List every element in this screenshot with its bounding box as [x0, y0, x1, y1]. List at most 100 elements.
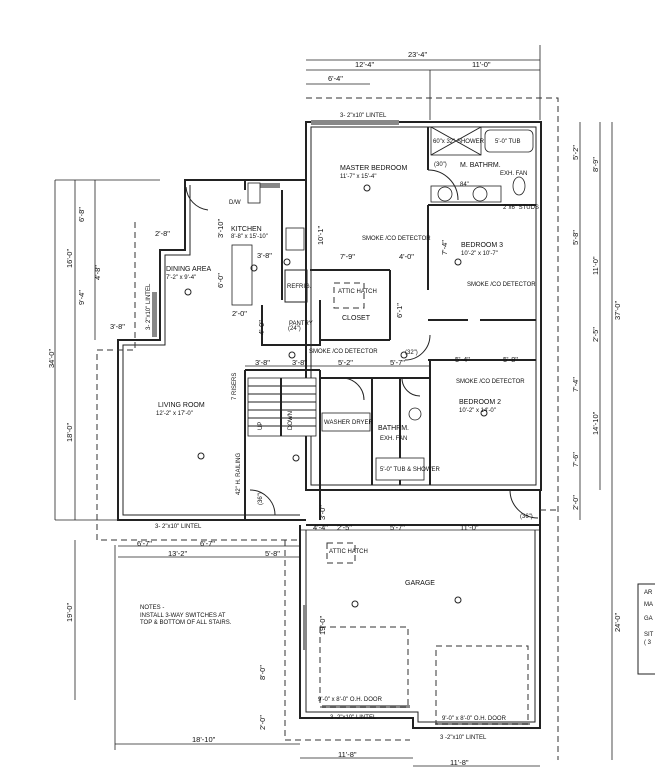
dim-label: 3'-8" — [255, 358, 270, 367]
notes-line: TOP & BOTTOM OF ALL STAIRS. — [140, 620, 232, 626]
dim-label: 11'-8" — [450, 758, 469, 767]
dim-label: 18'-10" — [192, 735, 216, 744]
lintel-labels: 3- 2"x10" LINTEL 3- 2"x10" LINTEL 3- 2"x… — [146, 113, 533, 741]
stairs — [247, 377, 317, 437]
lintel-label: 3- 2"x10" LINTEL — [146, 283, 152, 330]
bedroom-2-label: BEDROOM 2 — [459, 399, 501, 406]
dim-label: 2'-5" — [337, 523, 352, 532]
studs-label: 2"x6" STUDS — [503, 205, 539, 211]
bedroom-3-size: 10'-2" x 10'-7" — [461, 251, 498, 257]
exhaust-fan-label: EXH. FAN — [500, 171, 527, 177]
legend-text: ( 3 — [644, 640, 652, 646]
dim-label: 6'-4" — [328, 74, 343, 83]
bedroom-2-size: 10'-2" x 14'-0" — [459, 408, 496, 414]
dim-label: 4'-8" — [93, 265, 102, 280]
dim-label: 5'-8" — [503, 355, 518, 364]
dim-label: 4'-0" — [399, 252, 414, 261]
notes-line: INSTALL 3-WAY SWITCHES AT — [140, 613, 226, 619]
dim-label: 18'-0" — [65, 423, 74, 442]
dim-label: 16'-0" — [65, 249, 74, 268]
dim-label: 24'-0" — [613, 613, 622, 632]
kitchen-size: 8'-8" x 15'-10" — [231, 234, 268, 240]
door-size-label: (36") — [258, 492, 264, 505]
risers-label: 7 RISERS — [232, 373, 238, 400]
dim-label: 11'-0" — [472, 60, 491, 69]
dryer-label: DRYER — [352, 420, 374, 426]
dishwasher-label: D/W — [229, 200, 241, 206]
light-fixture-icons — [184, 184, 488, 608]
dim-label: 19'-0" — [318, 616, 327, 635]
dim-label: 5'-7" — [390, 358, 405, 367]
dim-label: 5'-4" — [455, 355, 470, 364]
dim-label: 3'-8" — [257, 251, 272, 260]
tub-label: 5'-0" TUB — [495, 139, 521, 145]
dim-label: 6'-8" — [77, 207, 86, 222]
dining-area-size: 7'-2" x 9'-4" — [166, 275, 196, 281]
dining-area-label: DINING AREA — [166, 266, 211, 273]
exhaust-fan-label: EXH. FAN — [380, 436, 407, 442]
dim-label: 9'-4" — [77, 290, 86, 305]
lintel-label: 3 -2"x10" LINTEL — [440, 735, 487, 741]
legend-text: MA — [644, 602, 653, 608]
dim-label: 2'-0" — [571, 495, 580, 510]
pantry-label: PANTRY — [289, 321, 313, 327]
dim-label: 3'-8" — [110, 322, 125, 331]
notes-title: NOTES - — [140, 605, 164, 611]
dim-label: 6'-7" — [137, 539, 152, 548]
overhead-door-label: 9'-0" x 8'-0" O.H. DOOR — [318, 697, 383, 703]
dim-label: 10'-1" — [316, 226, 325, 245]
garage-attic-hatch-label: ATTIC HATCH — [329, 549, 368, 555]
bathroom-label: BATHRM. — [378, 425, 409, 432]
dim-label: 5'-2" — [571, 145, 580, 160]
stairs-up-label: UP — [258, 422, 264, 430]
lintel-label: 3- 2"x10" LINTEL — [340, 113, 387, 119]
m-bathroom-label: M. BATHRM. — [460, 162, 501, 169]
master-bedroom-size: 11'-7" x 15'-4" — [340, 174, 376, 180]
dim-label: 2'-0" — [258, 715, 267, 730]
dim-label: 23'-4" — [408, 50, 427, 59]
legend-text: SIT — [644, 632, 654, 638]
railing-label: 42" H. RAILING — [236, 453, 242, 495]
smoke-detector-label: SMOKE /CO DETECTOR — [467, 282, 536, 288]
dim-label: 14'-10" — [591, 411, 600, 435]
smoke-detector-label: SMOKE /CO DETECTOR — [456, 379, 525, 385]
legend-labels: AR MA GA SIT ( 3 — [644, 590, 654, 646]
dim-label: 7'-6" — [571, 452, 580, 467]
dim-label: 6'-1" — [395, 303, 404, 318]
door-size-label: (36") — [520, 514, 533, 520]
dimension-labels: 23'-4" 12'-4" 11'-0" 6'-4" 5'-2" 8'-9" 5… — [47, 50, 622, 767]
dim-label: 3'-10" — [216, 219, 225, 238]
dim-label: 8'-0" — [258, 665, 267, 680]
dim-label: 12'-4" — [355, 60, 374, 69]
smoke-detector-label: SMOKE /CO DETECTOR — [362, 236, 431, 242]
dim-label: 7'-9" — [340, 252, 355, 261]
door-swings — [185, 169, 539, 519]
lintel-label: 3 -2"x10" LINTEL — [330, 715, 377, 721]
fixtures — [231, 126, 534, 481]
legend-box — [637, 583, 655, 675]
dim-label: 7'-4" — [571, 377, 580, 392]
lintel-label: 3- 2"x10" LINTEL — [155, 524, 202, 530]
dim-label: 5'-7" — [390, 523, 405, 532]
dim-label: 13'-2" — [168, 549, 187, 558]
stairs-down-label: DOWN — [288, 411, 294, 430]
washer-label: WASHER — [324, 420, 351, 426]
dim-label: 3'-0" — [318, 505, 327, 520]
closet-label: CLOSET — [342, 315, 371, 322]
dashed-lines — [96, 97, 559, 760]
dim-label: 34'-0" — [47, 349, 56, 368]
attic-hatch-label: ATTIC HATCH — [338, 289, 377, 295]
dim-label: 11'-0" — [460, 523, 479, 532]
room-labels: MASTER BEDROOM 11'-7" x 15'-4" M. BATHRM… — [156, 162, 503, 587]
tub-shower-label: 5'-0" TUB & SHOWER — [380, 467, 441, 473]
shower-label: 60"x 32" SHOWER — [433, 139, 485, 145]
refrigerator-label: REFRIG. — [287, 284, 312, 290]
bedroom-3-label: BEDROOM 3 — [461, 242, 503, 249]
dim-label: 5'-8" — [265, 549, 280, 558]
dim-label: 4'-0" — [257, 320, 266, 335]
living-room-size: 12'-2" x 17'-0" — [156, 411, 193, 417]
dim-label: 11'-8" — [338, 750, 357, 759]
dim-label: 11'-0" — [591, 256, 600, 275]
notes: NOTES - INSTALL 3-WAY SWITCHES AT TOP & … — [140, 605, 232, 626]
